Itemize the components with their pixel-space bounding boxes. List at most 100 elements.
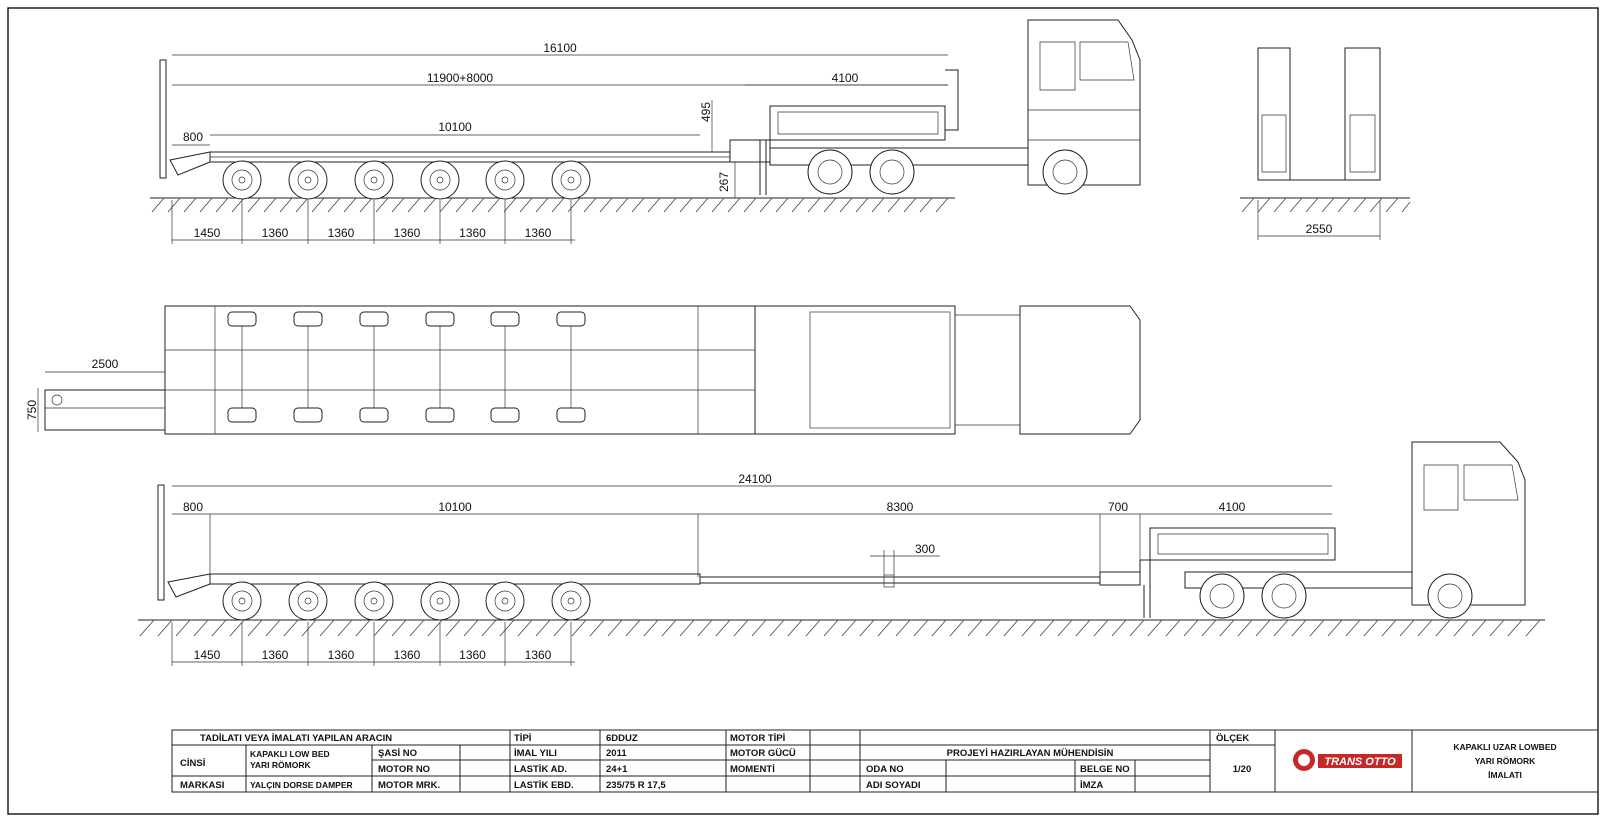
plan-view: 2500 750 xyxy=(25,305,1141,435)
tb-lastik-ad-value: 24+1 xyxy=(606,764,628,775)
wheel-hub xyxy=(297,169,319,191)
truck-side-top xyxy=(769,19,1141,195)
wheel-hub xyxy=(429,169,451,191)
wheel-hub xyxy=(560,590,582,612)
axle-spacing-label: 1450 xyxy=(194,226,221,240)
wheel xyxy=(420,581,460,621)
tire-plan xyxy=(293,311,323,327)
tb-belge-no-label: BELGE NO xyxy=(1080,764,1130,775)
tire-plan xyxy=(359,407,389,423)
wheel-hub xyxy=(231,169,253,191)
truck-side-bottom xyxy=(1184,441,1526,619)
wheel xyxy=(551,581,591,621)
title-block: TADİLATI VEYA İMALATI YAPILAN ARACIN CİN… xyxy=(171,729,1599,793)
trans-otto-logo: TRANS OTTO xyxy=(1293,749,1402,771)
tb-olcek-value: 1/20 xyxy=(1233,764,1252,775)
dim-extension: 8300 xyxy=(887,500,914,514)
tire-plan xyxy=(556,407,586,423)
tire-plan xyxy=(425,311,455,327)
tb-markasi-label: MARKASI xyxy=(180,780,224,791)
wheel-center xyxy=(567,597,575,605)
tb-lastik-ad-label: LASTİK AD. xyxy=(514,764,567,775)
tb-product-line-2: YARI RÖMORK xyxy=(1475,756,1536,766)
side-view-short: 16100 11900+8000 4100 10100 800 495 267 … xyxy=(150,19,1141,244)
wheel-center xyxy=(436,597,444,605)
tb-product-line-1: KAPAKLI UZAR LOWBED xyxy=(1453,742,1556,752)
wheel-hub xyxy=(494,590,516,612)
dim-rear-ramp: 800 xyxy=(183,130,203,144)
tire-plan xyxy=(556,311,586,327)
wheel-center xyxy=(436,176,444,184)
axle-spacing-label: 1360 xyxy=(394,648,421,662)
tire-plan xyxy=(490,311,520,327)
ground-hatch-top xyxy=(151,197,949,213)
wheel-hub xyxy=(494,169,516,191)
dim-ramp-width: 750 xyxy=(25,400,39,420)
dim-rear-width: 2550 xyxy=(1306,222,1333,236)
tb-oda-no-label: ODA NO xyxy=(866,764,904,775)
wheel-center xyxy=(501,597,509,605)
tb-header: TADİLATI VEYA İMALATI YAPILAN ARACIN xyxy=(200,733,392,744)
tb-markasi-value: YALÇIN DORSE DAMPER xyxy=(250,780,353,790)
tb-cinsi-value-1: KAPAKLI LOW BED xyxy=(250,749,330,759)
axle-spacing-label: 1360 xyxy=(459,226,486,240)
dim-extension-plan: 2500 xyxy=(92,357,119,371)
tb-lastik-ebd-label: LASTİK EBD. xyxy=(514,780,574,791)
tire-plan xyxy=(227,311,257,327)
wheel xyxy=(288,581,328,621)
tb-motor-gucu-label: MOTOR GÜCÜ xyxy=(730,748,796,759)
wheel xyxy=(551,160,591,200)
tb-momenti-label: MOMENTİ xyxy=(730,764,775,775)
tb-cinsi-label: CİNSİ xyxy=(180,758,205,769)
tire-plan xyxy=(490,407,520,423)
axle-spacing-label: 1360 xyxy=(525,648,552,662)
wheel-center xyxy=(238,597,246,605)
wheel xyxy=(420,160,460,200)
dim-rear-ramp-b: 800 xyxy=(183,500,203,514)
tire-plan xyxy=(425,407,455,423)
tb-sasi-no-label: ŞASİ NO xyxy=(378,748,417,759)
axle-spacing-label: 1360 xyxy=(394,226,421,240)
tb-product-line-3: İMALATI xyxy=(1488,770,1522,780)
dimensions-top: 16100 11900+8000 4100 10100 800 495 267 … xyxy=(171,41,948,244)
wheel-center xyxy=(567,176,575,184)
tb-imza-label: İMZA xyxy=(1080,780,1103,791)
wheel-center xyxy=(501,176,509,184)
wheel xyxy=(288,160,328,200)
wheel-hub xyxy=(231,590,253,612)
wheel xyxy=(354,160,394,200)
axle-spacing-label: 1360 xyxy=(459,648,486,662)
dim-step-height: 267 xyxy=(717,172,731,192)
tb-adi-soyadi-label: ADI SOYADI xyxy=(866,780,921,791)
tb-imal-yili-value: 2011 xyxy=(606,748,627,759)
axle-spacing-label: 1360 xyxy=(328,648,355,662)
axle-spacing-label: 1450 xyxy=(194,648,221,662)
wheel xyxy=(354,581,394,621)
axle-spacing-label: 1360 xyxy=(262,648,289,662)
wheel-center xyxy=(370,176,378,184)
tb-tipi-label: TİPİ xyxy=(514,733,531,744)
rear-view: 2550 xyxy=(1240,47,1411,240)
axle-spacing-label: 1360 xyxy=(328,226,355,240)
tb-olcek-label: ÖLÇEK xyxy=(1216,733,1249,744)
wheel-hub xyxy=(429,590,451,612)
tb-cinsi-value-2: YARI RÖMORK xyxy=(250,760,311,770)
tire-plan xyxy=(359,311,389,327)
wheel-hub xyxy=(363,169,385,191)
tire-plan xyxy=(227,407,257,423)
wheel-hub xyxy=(560,169,582,191)
wheel xyxy=(485,581,525,621)
wheel-center xyxy=(304,176,312,184)
wheel-center xyxy=(304,597,312,605)
wheel xyxy=(222,160,262,200)
wheel xyxy=(222,581,262,621)
axle-spacing-label: 1360 xyxy=(262,226,289,240)
tb-motor-no-label: MOTOR NO xyxy=(378,764,430,775)
wheel-center xyxy=(238,176,246,184)
dim-step-b: 700 xyxy=(1108,500,1128,514)
tb-engineer-header: PROJEYİ HAZIRLAYAN MÜHENDİSİN xyxy=(947,748,1114,759)
dim-bed: 10100 xyxy=(438,120,472,134)
